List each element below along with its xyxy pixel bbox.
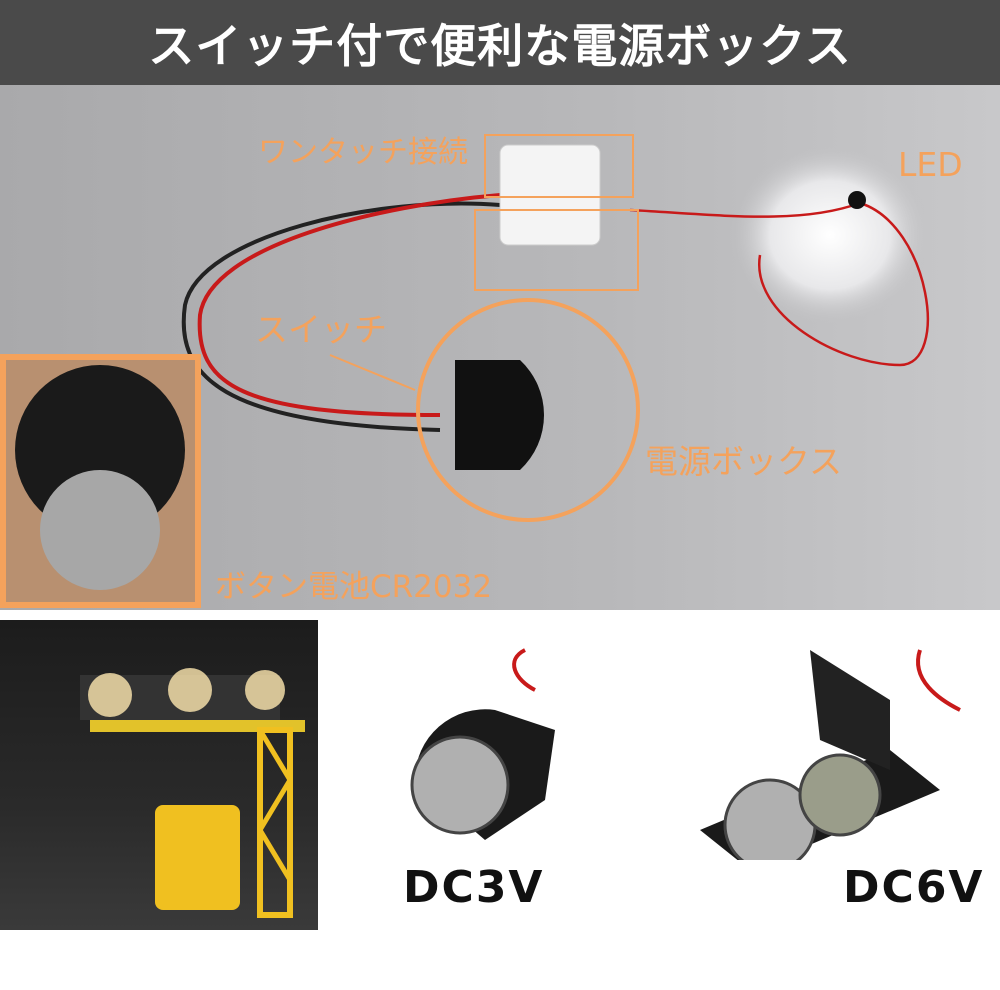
connector	[499, 144, 601, 246]
diorama-illustration	[80, 668, 305, 918]
power-box	[455, 360, 545, 470]
dc6v-holder-photo	[700, 649, 961, 860]
led-glow	[730, 145, 930, 325]
wire-red	[197, 193, 501, 417]
product-illustration	[0, 134, 930, 608]
dc3v-holder-photo	[410, 648, 555, 840]
label-one-touch: ワンタッチ接続	[258, 135, 468, 170]
page-title: スイッチ付で便利な電源ボックス	[148, 18, 852, 73]
product-photo: ワンタッチ接続 LED スイッチ 電源ボックス ボタン電池CR2032	[0, 85, 1000, 610]
diorama-photo	[0, 620, 318, 930]
label-switch: スイッチ	[255, 310, 387, 349]
label-led: LED	[898, 145, 963, 184]
header-banner: スイッチ付で便利な電源ボックス	[0, 0, 1000, 85]
label-dc6v: DC6V	[843, 862, 985, 913]
label-power-box: 電源ボックス	[645, 442, 843, 481]
led	[848, 191, 866, 209]
wire-led	[629, 201, 929, 367]
wire-black	[181, 201, 501, 432]
label-battery: ボタン電池CR2032	[215, 569, 493, 605]
label-dc3v: DC3V	[403, 862, 545, 913]
